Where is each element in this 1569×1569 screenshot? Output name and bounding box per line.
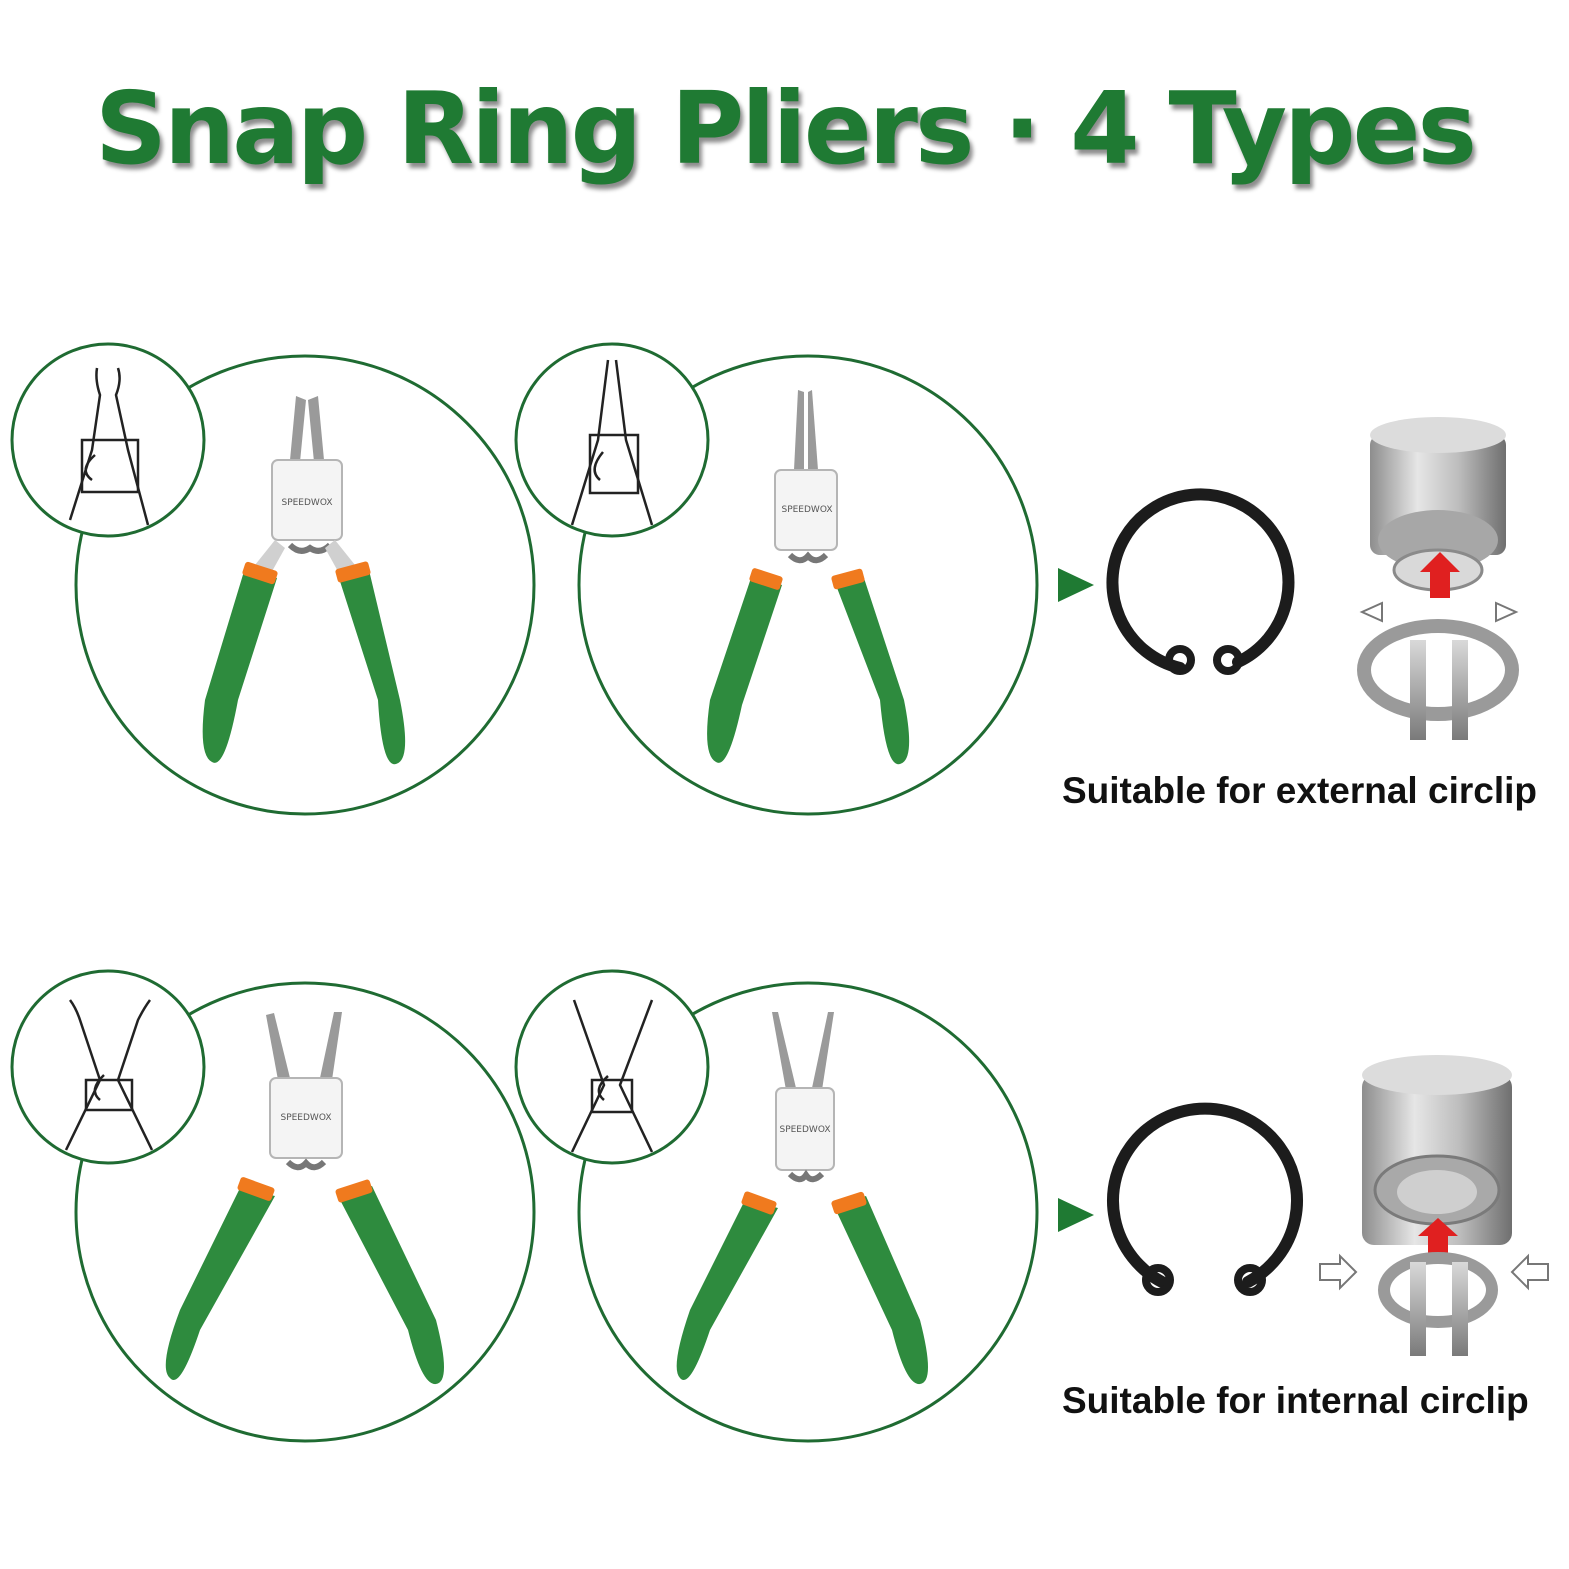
page-title: Snap Ring Pliers · 4 Types xyxy=(95,70,1477,187)
plier-frame-circle xyxy=(577,354,1039,816)
internal-circlip-icon xyxy=(1107,1102,1303,1296)
compress-left-arrow-icon xyxy=(1319,1253,1358,1291)
tip-sketch-icon xyxy=(570,359,654,526)
external-circlip-caption: Suitable for external circlip xyxy=(1062,770,1537,811)
tip-sketch-icon xyxy=(64,999,154,1151)
plier-photo: SPEEDWOX xyxy=(165,1012,444,1385)
play-arrow-icon xyxy=(1058,1198,1094,1232)
plier-photo: SPEEDWOX xyxy=(707,390,910,765)
plier-external-straight: SPEEDWOX xyxy=(514,342,1039,816)
brand-mark: SPEEDWOX xyxy=(779,1125,830,1135)
external-circlip-icon xyxy=(1106,488,1295,675)
plier-frame-circle xyxy=(74,981,536,1443)
play-arrow-icon xyxy=(1058,568,1094,602)
internal-circlip-caption: Suitable for internal circlip xyxy=(1062,1380,1529,1421)
insert-arrow-icon xyxy=(1420,552,1460,598)
tip-sketch-icon xyxy=(68,367,150,526)
brand-mark: SPEEDWOX xyxy=(280,1113,331,1123)
insert-arrow-icon xyxy=(1418,1218,1458,1258)
expand-left-arrow-icon xyxy=(1359,601,1383,623)
plier-external-bent: SPEEDWOX xyxy=(10,342,536,816)
tip-detail-circle xyxy=(514,969,710,1165)
tip-detail-circle xyxy=(10,969,206,1165)
compress-right-arrow-icon xyxy=(1510,1253,1549,1291)
plier-photo: SPEEDWOX xyxy=(676,1012,928,1385)
expand-right-arrow-icon xyxy=(1495,601,1519,623)
plier-frame-circle xyxy=(577,981,1039,1443)
brand-mark: SPEEDWOX xyxy=(281,498,332,508)
brand-mark: SPEEDWOX xyxy=(781,505,832,515)
tip-detail-circle xyxy=(514,342,710,538)
plier-frame-circle xyxy=(74,354,536,816)
tip-sketch-icon xyxy=(570,999,654,1153)
plier-internal-bent: SPEEDWOX xyxy=(10,969,536,1443)
plier-internal-straight: SPEEDWOX xyxy=(514,969,1039,1443)
external-install-diagram xyxy=(1357,417,1519,740)
plier-photo: SPEEDWOX xyxy=(202,396,406,765)
internal-install-diagram xyxy=(1319,1055,1549,1356)
